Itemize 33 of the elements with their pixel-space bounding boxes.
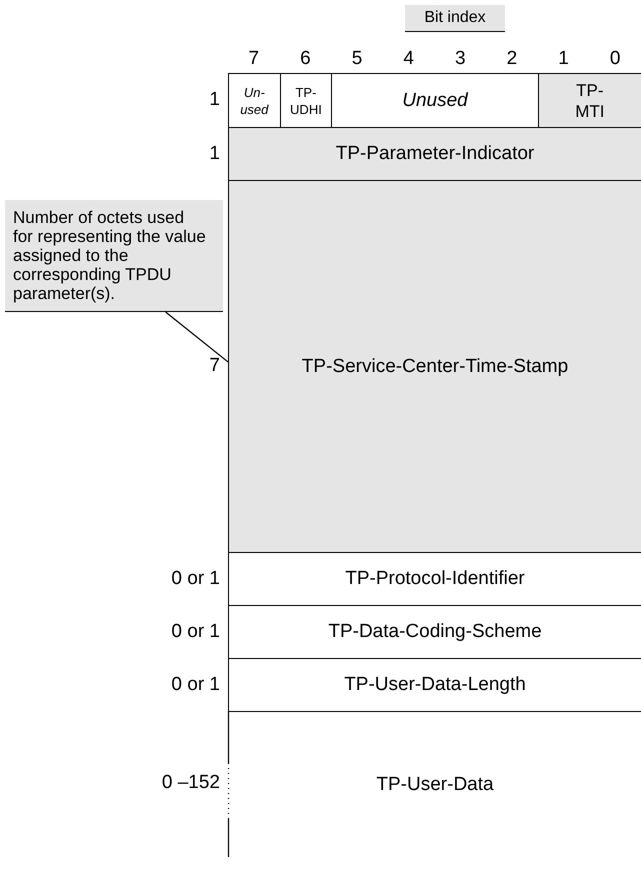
field-name: TP- UDHI [289,84,323,118]
leader-line [165,312,228,362]
axis-heading: Bit index [405,5,505,32]
octet-count: 0 or 1 [171,568,220,590]
field-row [228,180,641,553]
octet-count: 0 or 1 [171,674,220,696]
bit-number: 4 [402,48,415,70]
bit-number: 1 [557,48,570,70]
octet-count: 7 [209,355,220,377]
field-name: TP-Parameter-Indicator [336,143,534,165]
bit-number: 3 [454,48,467,70]
bit-number: 7 [248,48,260,70]
field-name: TP-User-Data-Length [344,674,526,696]
field-name: TP-Service-Center-Time-Stamp [302,356,568,378]
note-box [5,200,223,312]
octet-count: 0 or 1 [171,620,220,642]
field-name: Unused [402,90,468,112]
field-cell [538,73,641,128]
field-name: TP- MTI [574,80,606,122]
bit-number: 0 [608,48,622,70]
bit-number: 5 [350,48,364,70]
field-row [228,127,641,181]
field-cell [228,73,281,128]
field-name: TP-Data-Coding-Scheme [328,621,542,643]
field-name: TP-User-Data [376,774,494,796]
bit-number: 6 [299,48,312,70]
bit-number: 2 [506,48,518,70]
field-name: TP-Protocol-Identifier [345,568,525,590]
note-text: Number of octets used for representing the value assigned to the corresponding TPDU parameter(s). [13,208,207,303]
octet-count: 1 [209,89,220,111]
field-name: Un- used [239,84,270,118]
octet-count: 0 –152 [162,772,220,794]
octet-count: 1 [209,142,220,164]
